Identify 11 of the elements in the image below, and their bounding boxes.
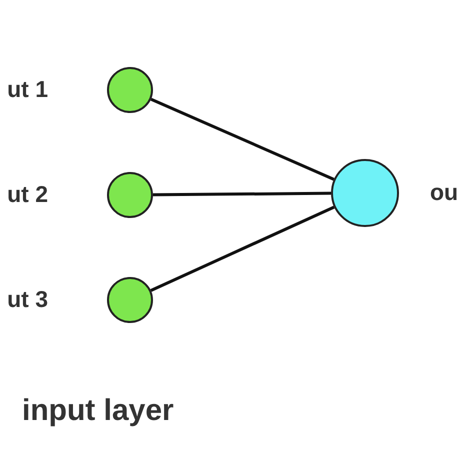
connector-line (150, 206, 335, 292)
connector-line (150, 98, 334, 181)
neuron-circle (107, 277, 153, 323)
neuron-circle (107, 67, 153, 113)
neuron-circle (107, 172, 153, 218)
neuron-label: ou (430, 181, 458, 204)
connector-line (152, 192, 332, 196)
neuron-label: ut 1 (7, 78, 48, 101)
neuron-label: ut 3 (7, 288, 48, 311)
layer-label: input layer (22, 396, 174, 426)
neuron-label: ut 2 (7, 183, 48, 206)
